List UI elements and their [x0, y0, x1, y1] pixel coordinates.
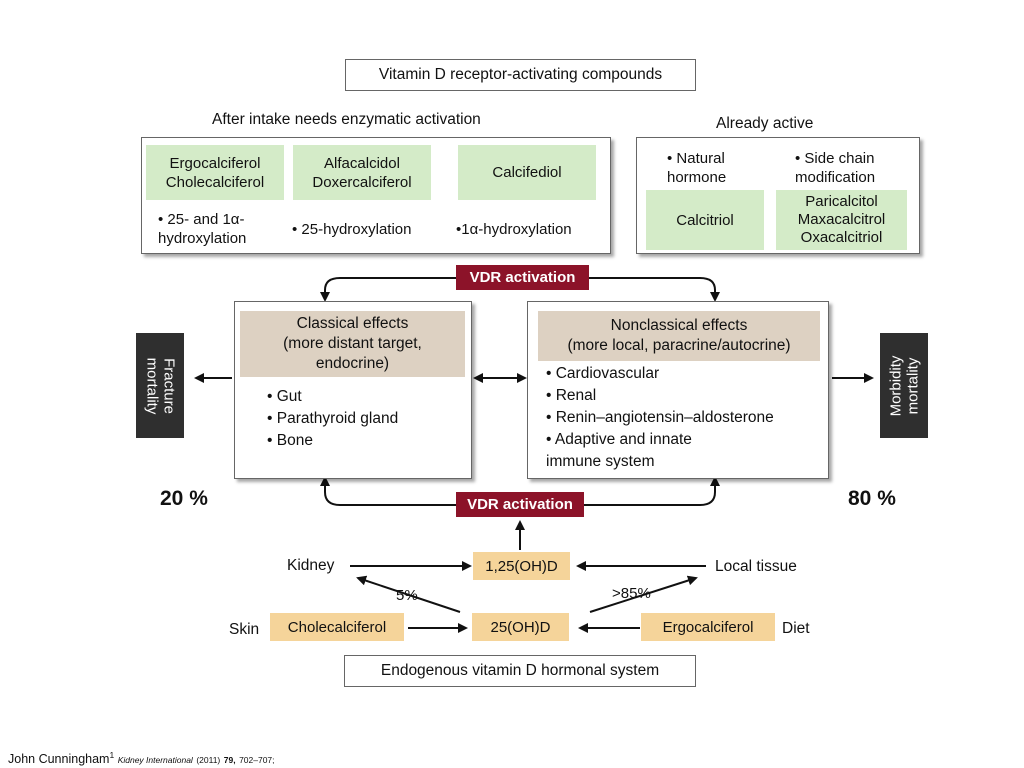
citation: John Cunningham1 Kidney International (2…: [8, 750, 275, 766]
already-active-heading: Already active: [716, 115, 814, 132]
nonclassical-effects-box: Nonclassical effects (more local, paracr…: [527, 301, 829, 479]
calcifediol-cell: Calcifediol: [458, 145, 596, 200]
citation-sup: 1: [109, 750, 115, 760]
vdr-activation-bottom: VDR activation: [456, 492, 584, 517]
calcidiol-to-local-arrow: [589, 575, 698, 613]
classical-effects-title: Classical effects (more distant target, …: [283, 315, 422, 372]
diet-label: Diet: [782, 620, 810, 637]
system-footer-box: Endogenous vitamin D hormonal system: [344, 655, 696, 687]
natural-hormone-note: • Natural hormone: [667, 150, 727, 186]
system-footer-title: Endogenous vitamin D hormonal system: [380, 662, 660, 679]
alfa-doxer-note: • 25-hydroxylation: [292, 221, 412, 238]
side-chain-note: • Side chain modification: [795, 150, 876, 186]
classical-effects-header: Classical effects (more distant target, …: [240, 311, 465, 377]
alfa-doxer-label: Alfacalcidol Doxercalciferol: [312, 154, 412, 191]
ergo-chole-cell: Ergocalciferol Cholecalciferol: [146, 145, 284, 200]
classical-effects-list: Gut Parathyroid gland Bone: [267, 386, 399, 452]
ergo-chole-note: • 25- and 1α- hydroxylation: [158, 211, 247, 247]
list-item: Bone: [267, 430, 398, 452]
nonclassical-effects-header: Nonclassical effects (more local, paracr…: [538, 311, 820, 361]
vdr-bottom-arrow-right: [583, 476, 720, 506]
vdr-top-arrow-right: [588, 277, 720, 302]
local-percentage: >85%: [612, 585, 651, 602]
fracture-mortality-box: Fracture mortality: [136, 333, 184, 438]
kidney-label: Kidney: [287, 557, 335, 574]
diagram-title-box: Vitamin D receptor-activating compounds: [345, 59, 696, 91]
ergocalciferol-box: Ergocalciferol: [641, 613, 775, 641]
fracture-mortality-label: Fracture mortality: [143, 357, 177, 414]
citation-pages: 702–707;: [239, 755, 275, 766]
calcitriol-label: Calcitriol: [676, 211, 734, 229]
vdr-top-arrow-left: [320, 277, 458, 302]
list-item: Cardiovascular: [546, 363, 774, 385]
citation-author: John Cunningham: [8, 752, 110, 767]
classical-effects-box: Classical effects (more distant target, …: [234, 301, 472, 479]
ergo-chole-label: Ergocalciferol Cholecalciferol: [165, 154, 265, 191]
analogs-label: Paricalcitol Maxacalcitrol Oxacalcitriol: [797, 193, 886, 246]
nonclassical-effects-list: Cardiovascular Renal Renin–angiotensin–a…: [546, 363, 774, 473]
vdr-bottom-arrow-left: [320, 476, 458, 506]
calcitriol-cell: Calcitriol: [646, 190, 764, 250]
alfa-doxer-cell: Alfacalcidol Doxercalciferol: [293, 145, 431, 200]
needs-activation-heading: After intake needs enzymatic activation: [212, 111, 481, 128]
calcidiol-to-kidney-arrow: [356, 575, 461, 613]
nonclassical-percentage: 80 %: [848, 487, 896, 510]
morbidity-mortality-box: Morbidity mortality: [880, 333, 928, 438]
kidney-percentage: 5%: [396, 587, 418, 604]
citation-journal: Kidney International: [117, 755, 193, 766]
skin-label: Skin: [229, 621, 260, 638]
classical-percentage: 20 %: [160, 487, 208, 510]
local-tissue-label: Local tissue: [715, 558, 797, 575]
citation-year: (2011): [196, 755, 221, 766]
list-item: Parathyroid gland: [267, 408, 399, 430]
calcifediol-note: •1α-hydroxylation: [456, 221, 572, 238]
list-item: Adaptive and innate immune system: [546, 429, 774, 473]
cholecalciferol-box: Cholecalciferol: [270, 613, 404, 641]
calcifediol-label: Calcifediol: [492, 164, 562, 181]
morbidity-mortality-label: Morbidity mortality: [887, 355, 922, 416]
analogs-cell: Paricalcitol Maxacalcitrol Oxacalcitriol: [776, 190, 907, 250]
needs-activation-box: Ergocalciferol Cholecalciferol Alfacalci…: [141, 137, 611, 254]
vdr-activation-top: VDR activation: [456, 265, 589, 290]
nonclassical-effects-title: Nonclassical effects (more local, paracr…: [567, 317, 791, 354]
citation-volume: 79,: [223, 755, 236, 766]
already-active-box: • Natural hormone • Side chain modificat…: [636, 137, 920, 254]
calcidiol-box: 25(OH)D: [472, 613, 569, 641]
list-item: Renal: [546, 385, 774, 407]
list-item: Renin–angiotensin–aldosterone: [546, 407, 774, 429]
diagram-title: Vitamin D receptor-activating compounds: [378, 66, 663, 83]
calcitriol-box: 1,25(OH)D: [473, 552, 570, 580]
list-item: Gut: [267, 386, 398, 408]
